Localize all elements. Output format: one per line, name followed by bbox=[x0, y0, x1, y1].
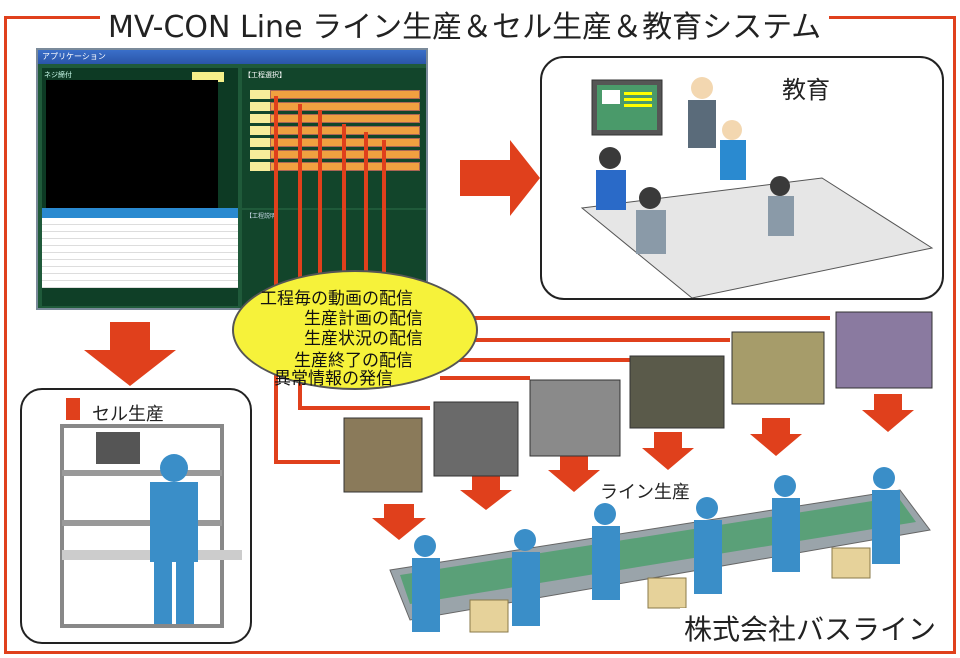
education-illustration bbox=[580, 77, 934, 298]
bubble-item: 生産終了の配信 bbox=[294, 351, 413, 371]
feature-bubble bbox=[232, 270, 478, 390]
bubble-item: 異常情報の発信 bbox=[274, 369, 393, 389]
company-name: 株式会社バスライン bbox=[679, 608, 940, 648]
education-label: 教育 bbox=[782, 76, 830, 104]
education-panel: 教育 bbox=[540, 56, 944, 300]
table-row[interactable] bbox=[42, 246, 238, 253]
arrow-right-icon bbox=[460, 140, 540, 216]
app-screenshot: アプリケーション ネジ締付 【工程選択】 【工程説明】 bbox=[36, 48, 428, 310]
process-row[interactable] bbox=[250, 102, 420, 111]
table-row[interactable] bbox=[42, 274, 238, 281]
bubble-item: 生産状況の配信 bbox=[304, 329, 423, 349]
table-row[interactable] bbox=[42, 260, 238, 267]
parts-table bbox=[42, 208, 238, 306]
line-label: ライン生産 bbox=[600, 482, 690, 503]
table-row[interactable] bbox=[42, 218, 238, 225]
process-header: 【工程選択】 bbox=[244, 71, 286, 79]
window-titlebar: アプリケーション bbox=[38, 50, 426, 64]
bubble-item: 工程毎の動画の配信 bbox=[260, 289, 413, 309]
arrow-down-icon bbox=[84, 322, 176, 386]
line-workers bbox=[412, 467, 900, 632]
video-label: ネジ締付 bbox=[44, 71, 72, 79]
table-header bbox=[42, 208, 238, 218]
table-row[interactable] bbox=[42, 267, 238, 274]
table-row[interactable] bbox=[42, 225, 238, 232]
process-photo bbox=[835, 311, 933, 389]
process-row[interactable] bbox=[250, 90, 420, 99]
table-row[interactable] bbox=[42, 253, 238, 260]
table-row[interactable] bbox=[42, 281, 238, 288]
process-photo bbox=[343, 417, 423, 493]
process-photo bbox=[529, 379, 621, 457]
video-display bbox=[46, 80, 218, 210]
table-row[interactable] bbox=[42, 232, 238, 239]
process-photo bbox=[731, 331, 825, 405]
bubble-item: 生産計画の配信 bbox=[304, 309, 423, 329]
cell-label: セル生産 bbox=[92, 404, 164, 425]
cell-illustration bbox=[60, 398, 242, 628]
page-title: MV-CON Line ライン生産＆セル生産＆教育システム bbox=[100, 2, 830, 46]
cell-production-panel: セル生産 bbox=[20, 388, 252, 644]
process-row[interactable] bbox=[250, 114, 420, 123]
info-header: 【工程説明】 bbox=[246, 213, 283, 220]
process-photo bbox=[433, 401, 519, 477]
process-photo bbox=[629, 355, 725, 429]
video-button[interactable] bbox=[192, 72, 224, 82]
table-row[interactable] bbox=[42, 239, 238, 246]
